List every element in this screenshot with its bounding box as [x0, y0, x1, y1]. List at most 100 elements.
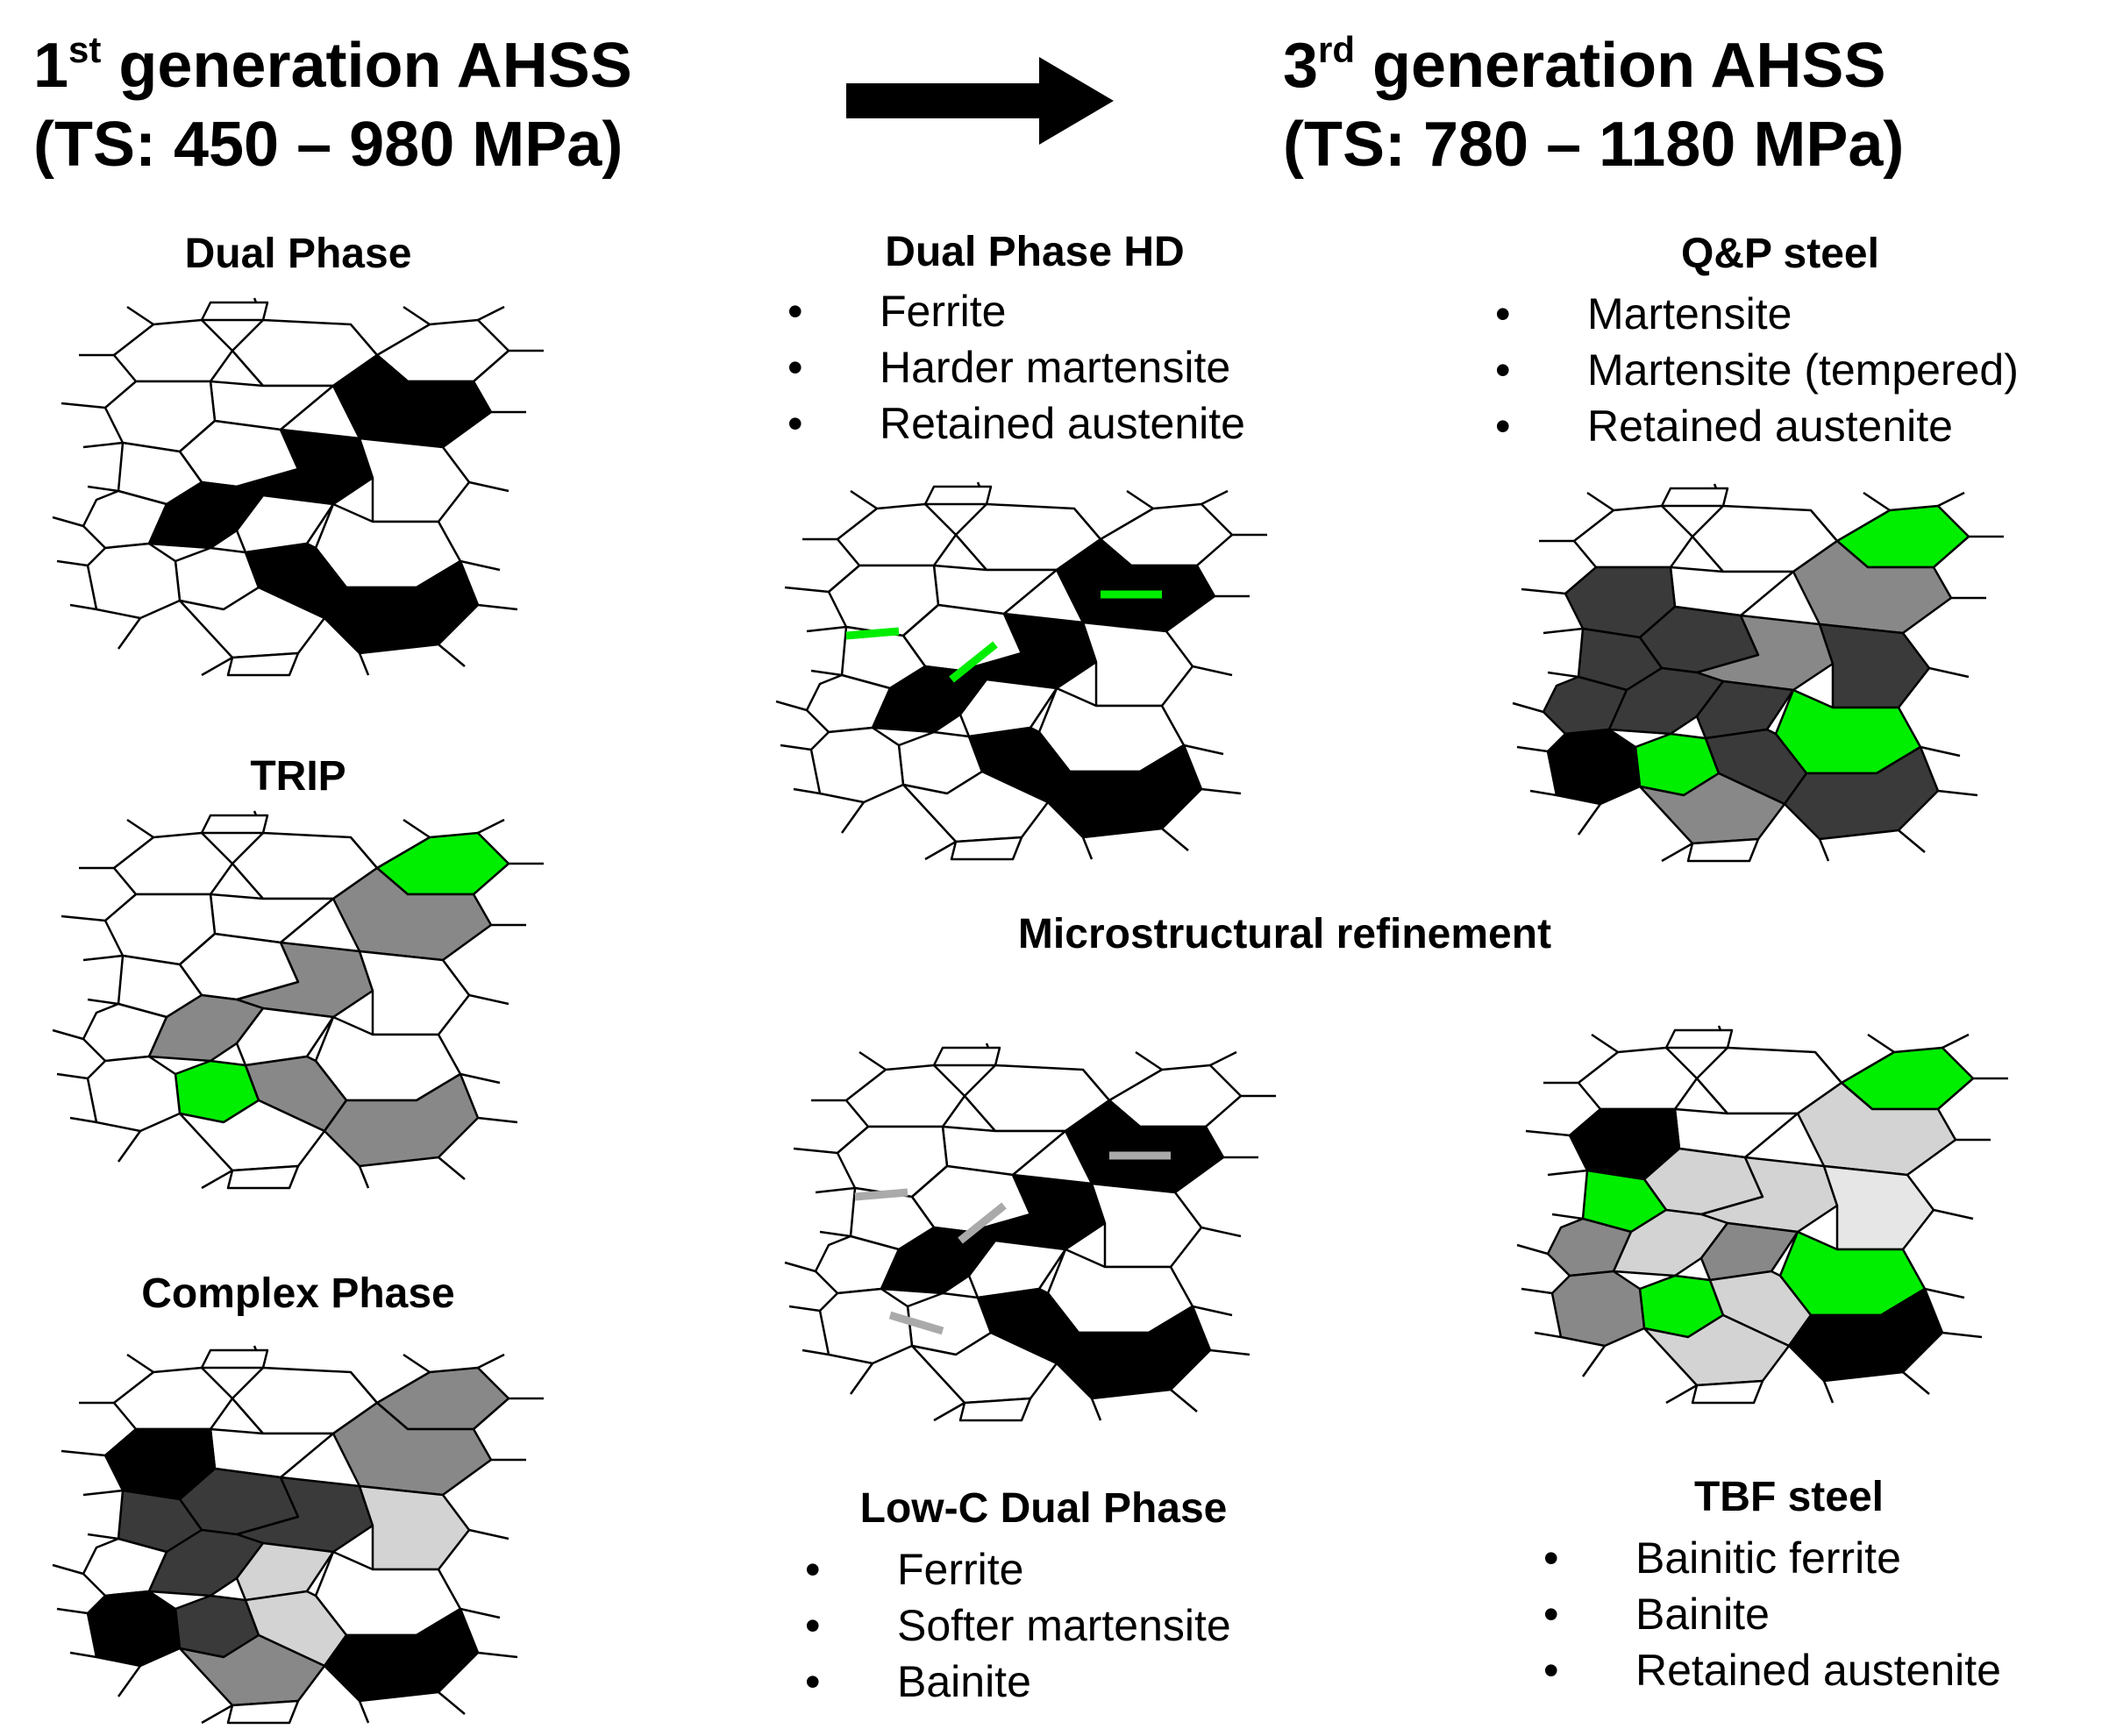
grain-boundary-stub [1665, 1384, 1698, 1405]
grain-boundary-stub [1577, 803, 1602, 836]
grain-boundary-stub [56, 559, 89, 567]
dual-phase-hd-list: Ferrite Harder martensite Retained auste… [787, 283, 1245, 452]
grain-boundary-stub [201, 1704, 233, 1725]
grain-boundary-stub [1942, 1033, 1970, 1049]
low-c-dual-phase-title: Low-C Dual Phase [859, 1485, 1228, 1532]
grain-boundary-stub [1201, 787, 1242, 795]
grain [200, 814, 269, 835]
grain-boundary-stub [460, 1607, 501, 1619]
qp-steel-title: Q&P steel [1681, 231, 1879, 277]
grain-boundary-stub [69, 1651, 97, 1659]
grain-boundary-stub [1529, 789, 1557, 797]
grain-boundary-stub [1516, 745, 1549, 753]
low-c-dual-phase-list: Ferrite Softer martensite Bainite [805, 1541, 1231, 1710]
qp-steel-microstructure [1512, 483, 2004, 863]
grain-boundary-stub [87, 998, 119, 1006]
grain-boundary-stub [1928, 666, 1970, 679]
grain-boundary-stub [61, 402, 106, 409]
grain-boundary-stub [1898, 829, 1926, 853]
grain-boundary-stub [1161, 828, 1189, 851]
grain-boundary-stub [1512, 701, 1544, 714]
grain-boundary-stub [1547, 1169, 1588, 1177]
grain [1081, 621, 1194, 708]
list-item: Martensite (tempered) [1495, 342, 2019, 398]
heading-3rd-generation: 3rd generation AHSS (TS: 780 – 1180 MPa) [1283, 26, 1904, 184]
grain [1822, 1164, 1935, 1251]
grain-boundary-stub [82, 441, 124, 449]
tbf-steel-list: Bainitic ferrite Bainite Retained austen… [1543, 1530, 2001, 1698]
grain-boundary-stub [1581, 1345, 1607, 1377]
grain-boundary-stub [460, 559, 501, 572]
list-item: Harder martensite [787, 339, 1245, 395]
grain-boundary-stub [52, 1028, 84, 1041]
list-item: Martensite [1495, 286, 2019, 342]
grain-boundary-stub [468, 993, 509, 1006]
tbf-steel-title: TBF steel [1693, 1474, 1885, 1520]
grain-boundary-stub [933, 1401, 965, 1422]
grain-boundary-stub [1209, 1050, 1237, 1067]
grain-boundary-stub [1920, 745, 1961, 758]
grain-boundary-stub [69, 603, 97, 611]
grain [958, 1397, 1032, 1422]
grain-boundary-stub [52, 516, 84, 528]
grain [323, 559, 480, 655]
grain-boundary-stub [1586, 491, 1614, 512]
grain [1046, 743, 1203, 839]
grain-boundary-stub [1937, 789, 1978, 797]
grain-boundary-stub [126, 818, 154, 839]
grain-boundary-stub [1543, 627, 1584, 635]
grain-boundary-stub [477, 1353, 505, 1370]
dual-phase-hd-title: Dual Phase HD [885, 229, 1185, 275]
grain-boundary-stub [403, 818, 431, 839]
grain [1550, 1270, 1646, 1348]
grain [1055, 1305, 1212, 1400]
list-item: Bainite [805, 1654, 1231, 1710]
grain [86, 542, 182, 620]
grain-boundary-stub [56, 1072, 89, 1080]
grain-boundary-stub [1591, 1033, 1619, 1054]
grain-boundary-stub [403, 1353, 431, 1374]
grain [1572, 504, 1694, 569]
heading-1st-generation: 1st generation AHSS (TS: 450 – 980 MPa) [33, 26, 632, 184]
grain [358, 950, 471, 1036]
list-item: Bainite [1543, 1586, 2001, 1642]
grain-boundary-stub [1902, 1371, 1930, 1395]
grain [809, 726, 905, 804]
grain [1787, 1287, 1944, 1383]
grain-boundary-stub [1183, 743, 1224, 756]
grain-boundary-stub [358, 1700, 370, 1724]
heading-1st-generation-title: 1st generation AHSS [33, 29, 632, 101]
grain-boundary-stub [780, 743, 812, 751]
grain-boundary-stub [477, 305, 505, 322]
grain-boundary-stub [1547, 671, 1579, 679]
grain-boundary-stub [61, 914, 106, 922]
grain-boundary-stub [1201, 1226, 1242, 1238]
grain [86, 1590, 182, 1668]
grain-boundary-stub [788, 1305, 821, 1313]
grain-boundary-stub [1551, 1213, 1584, 1220]
grain-boundary-stub [793, 1147, 838, 1155]
grain-boundary-stub [1209, 1348, 1250, 1356]
grain-boundary-stub [784, 1261, 816, 1273]
grain-boundary-stub [117, 1665, 142, 1697]
grain-boundary-stub [117, 1130, 142, 1163]
grain-boundary-stub [806, 625, 847, 633]
list-item: Retained austenite [1495, 398, 2019, 454]
list-item: Bainitic ferrite [1543, 1530, 2001, 1586]
complex-phase-title: Complex Phase [141, 1270, 455, 1317]
grain [836, 502, 958, 567]
grain-boundary-stub [1081, 836, 1094, 860]
grain-boundary-stub [1933, 1208, 1974, 1220]
grain-boundary-stub [1201, 489, 1229, 506]
grain-boundary-stub [52, 1563, 84, 1576]
grain [200, 301, 269, 322]
grain-boundary-stub [468, 480, 509, 493]
grain-boundary-stub [1661, 842, 1693, 863]
grain [86, 1055, 182, 1133]
grain-boundary-stub [775, 700, 808, 712]
grain [1660, 487, 1729, 508]
grain [818, 1287, 914, 1365]
grain-boundary-stub [1525, 1129, 1571, 1137]
grain-boundary-stub [850, 489, 878, 510]
grain-boundary-stub [82, 954, 124, 962]
